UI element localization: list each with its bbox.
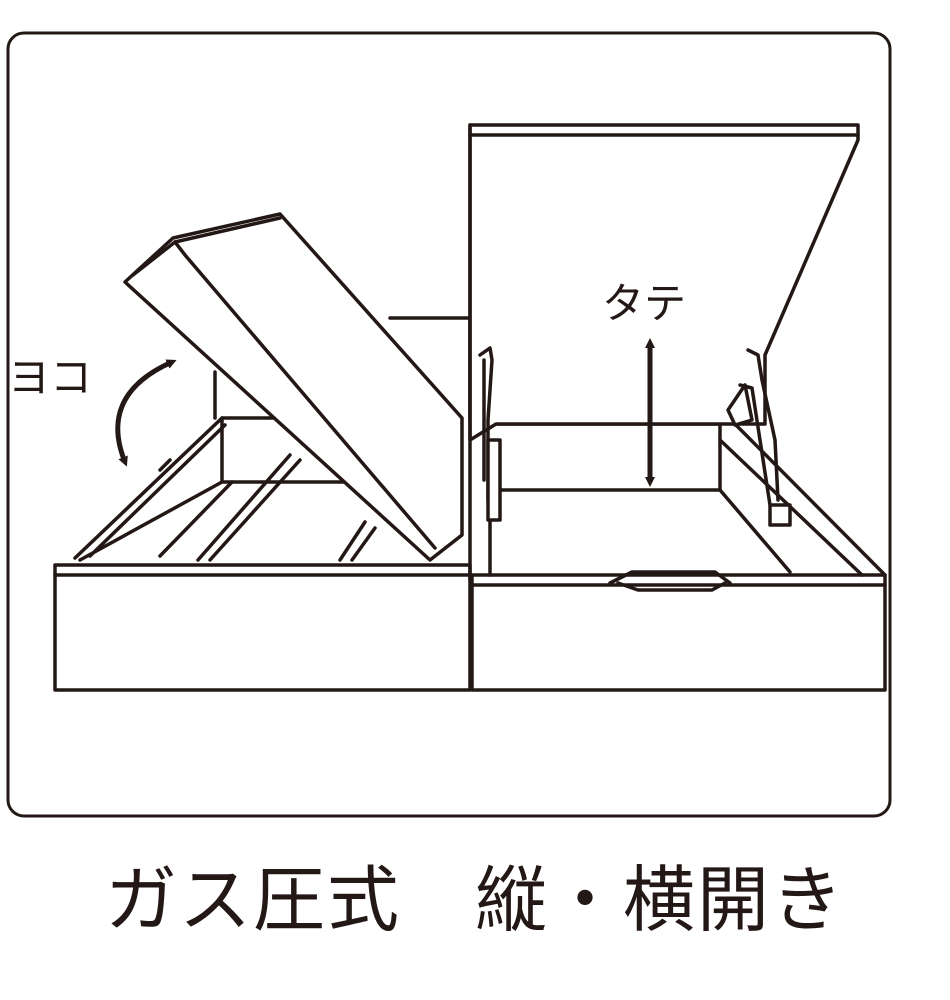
caption-text: ガス圧式 縦・横開き [104, 857, 845, 942]
bed-lift-illustration: ヨコ タテ [6, 31, 892, 818]
horizontal-label: ヨコ [8, 353, 92, 402]
left-bed-horizontal-open [53, 212, 472, 692]
right-bed-vertical-open [468, 123, 887, 692]
curved-double-arrow-icon [115, 359, 177, 467]
vertical-label: タテ [602, 279, 686, 328]
frame-border [6, 31, 892, 818]
